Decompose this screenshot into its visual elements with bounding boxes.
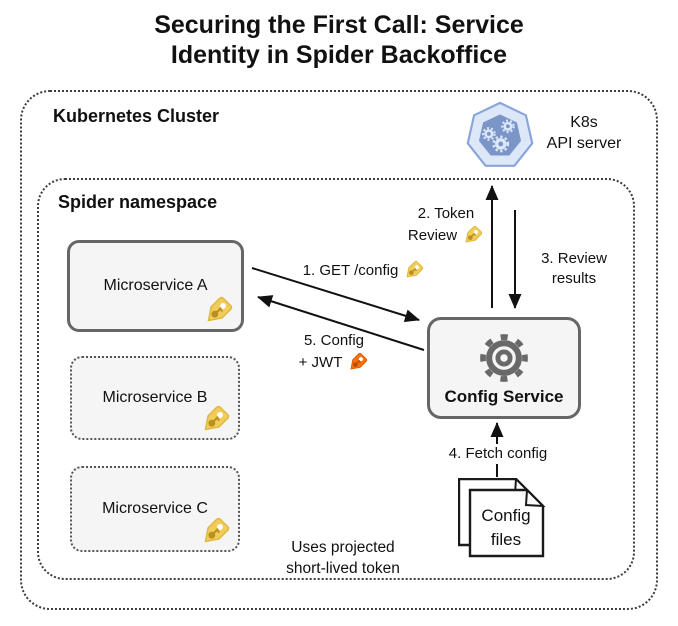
microservice-a-box: Microservice A	[67, 240, 244, 332]
fetch-config-text: 4. Fetch config	[448, 445, 548, 462]
page-title-line2: Identity in Spider Backoffice	[170, 41, 508, 69]
config-service-label: Config Service	[444, 386, 564, 406]
service-token-tag-icon	[198, 403, 232, 437]
microservice-b-box: Microservice B	[70, 356, 240, 440]
service-token-tag-icon	[201, 294, 235, 328]
microservice-b-label: Microservice B	[102, 389, 208, 406]
k8s-gears-icon	[482, 119, 515, 153]
k8s-label-line2: API server	[546, 135, 622, 152]
microservice-a-label: Microservice A	[103, 277, 208, 294]
note-line2: short-lived token	[286, 560, 400, 577]
k8s-api-server-icon	[464, 99, 536, 173]
flow-label-fetch-config: 4. Fetch config	[441, 444, 555, 464]
jwt-tag-icon	[346, 351, 369, 374]
front-document	[468, 487, 546, 558]
token-tag-icon	[461, 224, 484, 247]
config-files-label: Config files	[471, 504, 541, 552]
k8s-api-server-label: K8s API server	[536, 112, 632, 154]
spider-namespace-boundary	[37, 178, 635, 580]
review-results-line1: 3. Review	[541, 250, 607, 267]
token-review-line1: 2. Token	[417, 205, 475, 222]
config-jwt-line2: + JWT	[298, 353, 343, 371]
service-token-tag-icon	[198, 515, 232, 549]
note-line1: Uses projected	[291, 539, 395, 556]
kubernetes-cluster-boundary	[20, 90, 658, 610]
get-config-text: 1. GET /config	[302, 261, 399, 279]
kubernetes-cluster-label: Kubernetes Cluster	[53, 106, 220, 126]
microservice-c-label: Microservice C	[102, 500, 208, 517]
flow-label-get-config: 1. GET /config	[288, 259, 440, 282]
spider-namespace-label: Spider namespace	[58, 192, 218, 212]
review-results-line2: results	[551, 270, 597, 287]
config-service-box: Config Service	[427, 317, 581, 419]
flow-label-token-review: 2. Token Review	[396, 204, 496, 247]
page-title-line1: Securing the First Call: Service	[154, 11, 524, 39]
projected-token-note: Uses projected short-lived token	[262, 537, 424, 579]
config-files-label-line2: files	[490, 530, 522, 549]
config-files-label-line1: Config	[481, 506, 531, 525]
config-jwt-line1: 5. Config	[303, 332, 365, 349]
microservice-c-box: Microservice C	[70, 466, 240, 552]
token-review-line2: Review	[407, 226, 458, 244]
token-tag-icon	[402, 259, 425, 282]
flow-label-review-results: 3. Review results	[532, 249, 616, 289]
gear-icon	[480, 333, 528, 382]
flow-label-config-jwt: 5. Config + JWT	[283, 331, 385, 374]
k8s-label-line1: K8s	[570, 114, 598, 131]
page-title: Securing the First Call: Service Identit…	[0, 10, 678, 70]
config-files-icon	[458, 478, 550, 562]
